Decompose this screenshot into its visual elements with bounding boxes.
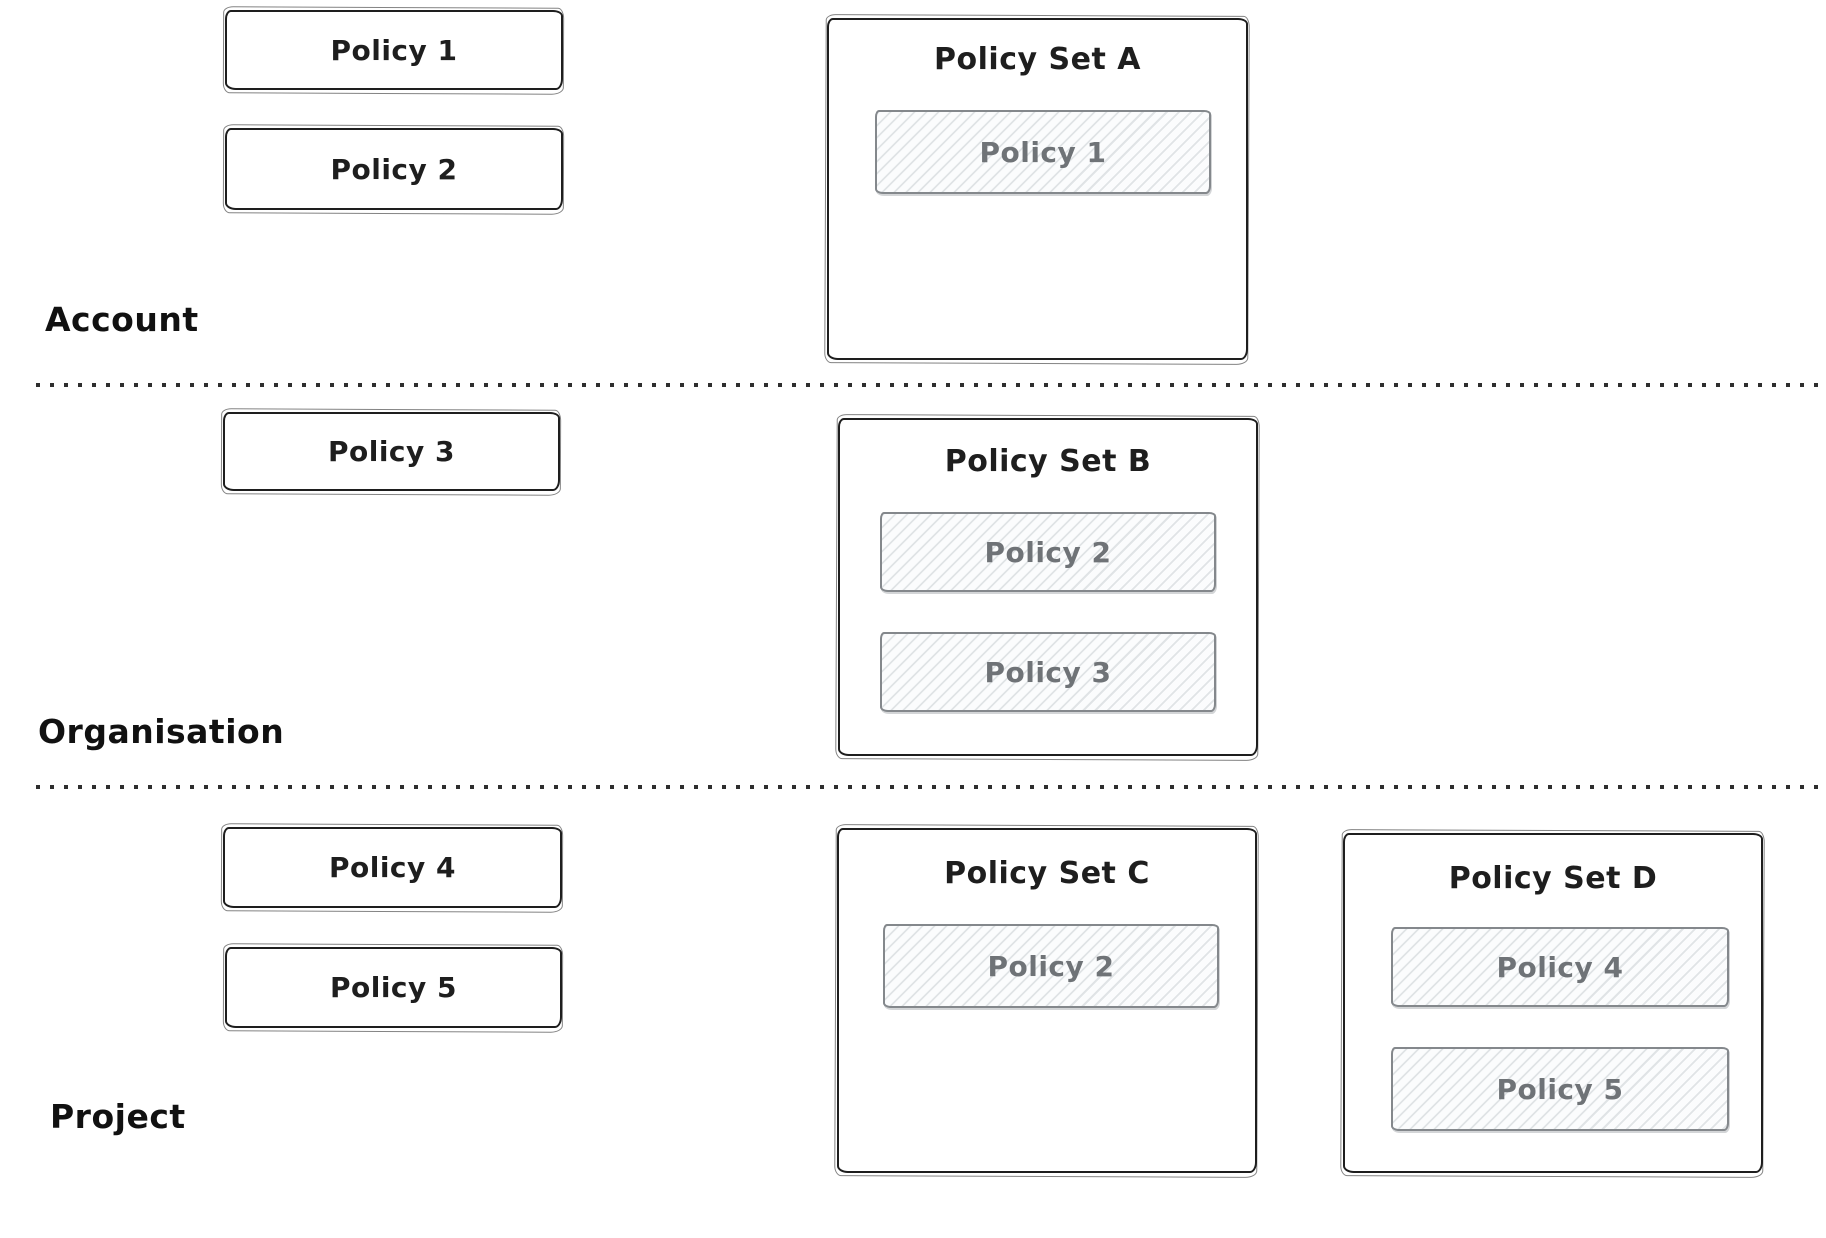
policy-set-member: Policy 4 xyxy=(1391,927,1729,1007)
policy-box-label: Policy 1 xyxy=(330,33,458,67)
policy-set-member-label: Policy 2 xyxy=(987,949,1115,983)
policy-set-member-label: Policy 2 xyxy=(984,535,1112,569)
policy-box-policy-5: Policy 5 xyxy=(225,947,562,1028)
policy-set-member-label: Policy 1 xyxy=(979,135,1107,169)
policy-set-d: Policy Set D Policy 4 Policy 5 xyxy=(1343,833,1763,1173)
policy-set-member: Policy 1 xyxy=(875,110,1211,194)
tier-label-organisation: Organisation xyxy=(38,712,285,751)
policy-set-b: Policy Set B Policy 2 Policy 3 xyxy=(838,418,1258,756)
tier-label-account: Account xyxy=(45,300,199,339)
policy-box-label: Policy 4 xyxy=(328,851,457,884)
policy-set-member: Policy 2 xyxy=(880,512,1216,592)
policy-set-member-label: Policy 4 xyxy=(1496,950,1624,984)
tier-divider xyxy=(36,785,1826,789)
policy-set-title: Policy Set C xyxy=(944,856,1150,891)
policy-box-policy-3: Policy 3 xyxy=(223,412,560,491)
policy-box-label: Policy 5 xyxy=(329,971,458,1004)
policy-set-member-label: Policy 3 xyxy=(984,655,1112,689)
tier-divider xyxy=(36,383,1826,387)
policy-set-member: Policy 3 xyxy=(880,632,1216,712)
policy-box-label: Policy 3 xyxy=(327,435,456,468)
policy-box-policy-2: Policy 2 xyxy=(225,128,563,210)
policy-set-c: Policy Set C Policy 2 xyxy=(837,828,1257,1173)
tier-label-project: Project xyxy=(50,1097,186,1136)
policy-box-policy-4: Policy 4 xyxy=(223,827,562,908)
policy-set-member: Policy 5 xyxy=(1391,1047,1729,1131)
policy-box-policy-1: Policy 1 xyxy=(225,10,563,90)
policy-set-a: Policy Set A Policy 1 xyxy=(827,18,1248,360)
policy-box-label: Policy 2 xyxy=(330,152,458,186)
policy-set-title: Policy Set B xyxy=(944,444,1152,479)
policy-set-member: Policy 2 xyxy=(883,924,1219,1008)
policy-set-member-label: Policy 5 xyxy=(1496,1072,1624,1106)
policy-set-title: Policy Set A xyxy=(934,42,1141,77)
policy-set-title: Policy Set D xyxy=(1448,861,1658,896)
